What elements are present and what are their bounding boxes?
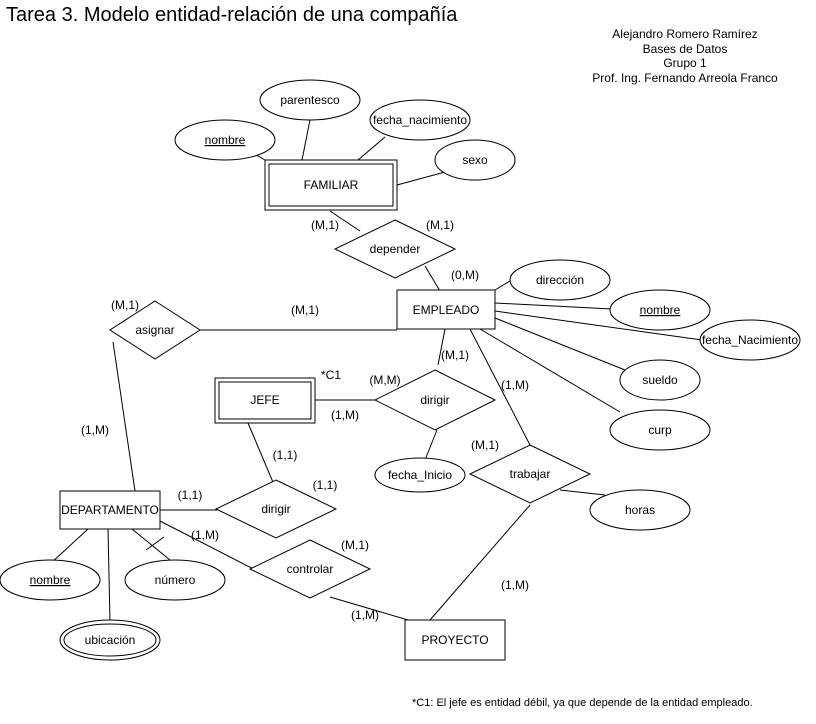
attribute-fecha-Nacimiento[interactable]: fecha_Nacimiento bbox=[699, 319, 801, 361]
relationship-trabajar-label: trabajar bbox=[510, 467, 551, 481]
attribute-fecha-nacimiento[interactable]: fecha_nacimiento bbox=[369, 99, 471, 141]
attribute-familiar-nombre[interactable]: nombre bbox=[174, 119, 276, 161]
attribute-sueldo-label: sueldo bbox=[642, 373, 678, 387]
attribute-fecha-inicio[interactable]: fecha_Inicio bbox=[374, 457, 466, 493]
relationship-dirigir-departamento[interactable]: dirigir bbox=[214, 479, 338, 539]
attribute-parentesco-label: parentesco bbox=[280, 93, 340, 107]
attribute-horas[interactable]: horas bbox=[589, 489, 691, 531]
cardinality-label: (1,M) bbox=[191, 528, 219, 542]
cardinality-label: (1,M) bbox=[331, 408, 359, 422]
attribute-numero[interactable]: número bbox=[124, 559, 226, 601]
attribute-fecha-inicio-label: fecha_Inicio bbox=[388, 468, 452, 482]
connectors bbox=[49, 119, 703, 624]
attribute-parentesco[interactable]: parentesco bbox=[259, 79, 361, 121]
attribute-ubicacion-multivalued[interactable]: ubicación bbox=[59, 619, 161, 661]
entity-empleado-label: EMPLEADO bbox=[413, 303, 480, 317]
cardinality-label: (1,M) bbox=[81, 423, 109, 437]
attribute-curp-label: curp bbox=[648, 423, 672, 437]
cardinality-label: (M,1) bbox=[311, 218, 339, 232]
group-name: Grupo 1 bbox=[663, 56, 707, 70]
entity-departamento-label: DEPARTAMENTO bbox=[61, 503, 159, 517]
attribute-direccion-label: dirección bbox=[536, 273, 584, 287]
attribute-fecha-nacimiento-label: fecha_nacimiento bbox=[373, 113, 467, 127]
entity-jefe[interactable]: JEFE bbox=[214, 377, 316, 424]
attribute-departamento-nombre-label: nombre bbox=[30, 573, 71, 587]
attribute-sueldo[interactable]: sueldo bbox=[619, 359, 701, 401]
attribute-numero-label: número bbox=[155, 573, 196, 587]
attribute-departamento-nombre[interactable]: nombre bbox=[0, 559, 101, 601]
relationship-depender[interactable]: depender bbox=[333, 219, 457, 279]
cardinality-label: (M,1) bbox=[111, 298, 139, 312]
relationship-dirigir-empleado[interactable]: dirigir bbox=[373, 369, 497, 431]
relationship-controlar[interactable]: controlar bbox=[248, 539, 372, 599]
entity-proyecto[interactable]: PROYECTO bbox=[404, 619, 506, 661]
note-marker: *C1 bbox=[321, 368, 341, 382]
relationship-asignar-label: asignar bbox=[135, 323, 174, 337]
cardinality-label: (M,M) bbox=[369, 373, 400, 387]
relationship-dirigir-departamento-label: dirigir bbox=[261, 502, 290, 516]
attribute-sexo-label: sexo bbox=[462, 153, 488, 167]
entity-familiar-label: FAMILIAR bbox=[304, 178, 359, 192]
author-name: Alejandro Romero Ramírez bbox=[612, 27, 758, 41]
cardinality-label: (1,M) bbox=[501, 378, 529, 392]
cardinality-label: (1,M) bbox=[501, 578, 529, 592]
cardinality-label: (M,1) bbox=[426, 218, 454, 232]
attribute-curp[interactable]: curp bbox=[609, 409, 711, 451]
author-block: Alejandro Romero Ramírez Bases de Datos … bbox=[570, 27, 800, 85]
attribute-horas-label: horas bbox=[625, 503, 655, 517]
relationship-dirigir-empleado-label: dirigir bbox=[420, 393, 449, 407]
cardinality-label: (1,M) bbox=[351, 608, 379, 622]
entity-proyecto-label: PROYECTO bbox=[421, 633, 488, 647]
cardinality-label: (M,1) bbox=[471, 438, 499, 452]
relationship-controlar-label: controlar bbox=[287, 562, 334, 576]
footnote: *C1: El jefe es entidad débil, ya que de… bbox=[412, 697, 753, 709]
cardinality-label: (M,1) bbox=[441, 348, 469, 362]
professor-name: Prof. Ing. Fernando Arreola Franco bbox=[592, 70, 778, 85]
relationship-asignar[interactable]: asignar bbox=[109, 300, 201, 360]
cardinality-label: (1,1) bbox=[178, 488, 203, 502]
cardinality-label: (1,1) bbox=[313, 478, 338, 492]
diagram-title: Tarea 3. Modelo entidad-relación de una … bbox=[6, 4, 458, 26]
entity-departamento[interactable]: DEPARTAMENTO bbox=[59, 490, 161, 530]
attribute-empleado-nombre-label: nombre bbox=[640, 303, 681, 317]
entity-jefe-label: JEFE bbox=[250, 393, 279, 407]
attribute-ubicacion-label: ubicación bbox=[85, 633, 136, 647]
attribute-direccion[interactable]: dirección bbox=[509, 259, 611, 301]
cardinality-labels: (M,1) (M,1) (0,M) (M,1) (M,1) (1,M) (M,1… bbox=[81, 218, 529, 622]
course-name: Bases de Datos bbox=[642, 41, 728, 56]
cardinality-label: (M,1) bbox=[291, 303, 319, 317]
attribute-empleado-nombre[interactable]: nombre bbox=[609, 289, 711, 331]
attribute-sexo[interactable]: sexo bbox=[434, 139, 516, 181]
cardinality-label: (0,M) bbox=[451, 268, 479, 282]
entity-familiar[interactable]: FAMILIAR bbox=[264, 159, 398, 211]
relationship-trabajar[interactable]: trabajar bbox=[468, 444, 592, 504]
entity-empleado[interactable]: EMPLEADO bbox=[396, 289, 496, 330]
cardinality-label: (1,1) bbox=[273, 448, 298, 462]
relationship-depender-label: depender bbox=[370, 242, 421, 256]
attribute-fecha-Nacimiento-label: fecha_Nacimiento bbox=[702, 333, 798, 347]
cardinality-label: (M,1) bbox=[341, 538, 369, 552]
attribute-familiar-nombre-label: nombre bbox=[205, 133, 246, 147]
